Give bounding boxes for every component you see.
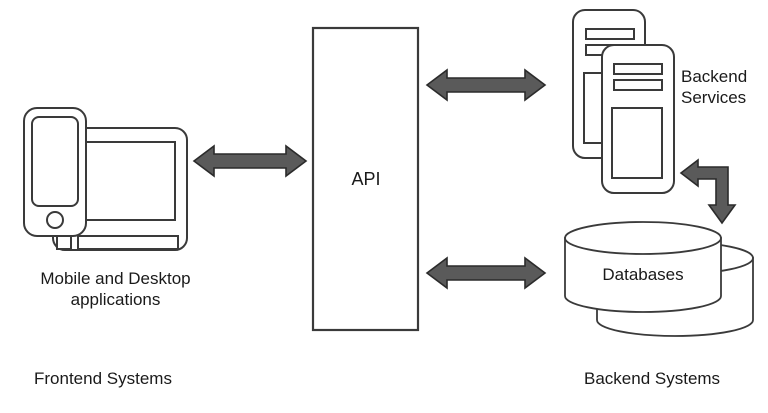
backend-services-label: Backend Services xyxy=(681,67,748,108)
databases-label: Databases xyxy=(602,265,684,284)
arrow-api-to-databases xyxy=(425,256,547,290)
backend-systems-zone-label: Backend Systems xyxy=(584,369,721,388)
database-cylinder-icon xyxy=(564,221,754,337)
arrow-frontend-to-api xyxy=(192,144,308,178)
arrow-services-to-databases xyxy=(679,158,737,225)
frontend-caption: Mobile and Desktop applications xyxy=(40,269,191,310)
server-stack-icon xyxy=(572,9,675,194)
api-box xyxy=(311,26,420,332)
mobile-phone-icon xyxy=(23,107,87,237)
frontend-systems-zone-label: Frontend Systems xyxy=(34,369,172,388)
api-label: API xyxy=(351,169,381,189)
arrow-api-to-services xyxy=(425,68,547,102)
